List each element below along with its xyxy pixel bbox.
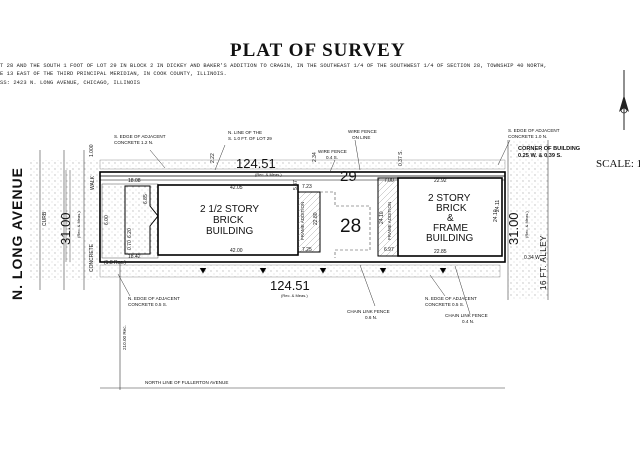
measure-notes: 2.22 2.34 0.37 S. 0.34 W. 1.000 (1.8 Rec… bbox=[89, 144, 541, 266]
callout-n-edge-05s-line1: N. EDGE OF ADJACENT bbox=[128, 296, 180, 301]
street-area bbox=[30, 150, 100, 290]
building-1-label-3: BUILDING bbox=[206, 226, 253, 237]
callout-n-edge-right-line1: N. EDGE OF ADJACENT bbox=[425, 296, 477, 301]
building-2-dim: 6.97 bbox=[384, 247, 394, 253]
callout-n-edge-adjacent-line1: S. EDGE OF ADJACENT bbox=[114, 134, 166, 139]
building-1-dim: 0.70 bbox=[127, 240, 133, 250]
callout-group: S. EDGE OF ADJACENT CONCRETE 1.2 N. N. L… bbox=[114, 128, 580, 385]
curb-label: CURB bbox=[42, 211, 48, 226]
left-offset: 6.00 bbox=[104, 215, 110, 225]
building-2-dim: 24.10 bbox=[379, 211, 385, 224]
building-2-dim: 22.92 bbox=[434, 178, 447, 184]
bottom-length-note: (Rec. & Meas.) bbox=[281, 293, 308, 298]
callout-corner-building-line2: 0.25 W. & 0.39 S. bbox=[518, 153, 562, 159]
callout-n-edge-05s-line2: CONCRETE 0.5 S. bbox=[128, 302, 167, 307]
building-1-dim: 6.85 bbox=[143, 194, 149, 204]
building-2-dim: 7.00 bbox=[384, 178, 394, 184]
callout-chain-fence-06n-line1: CHAIN LINK FENCE bbox=[347, 309, 390, 314]
building-2-addition: FRAME ADDITION bbox=[387, 202, 392, 240]
wire-fence bbox=[320, 191, 371, 258]
building-1-dim: 42.00 bbox=[230, 248, 243, 254]
right-offset: 24.10 bbox=[493, 209, 499, 222]
property-address: SS: 2423 N. LONG AVENUE, CHICAGO, ILLINO… bbox=[0, 80, 141, 86]
callout-n-line-lot29-line2: S. 1.0 FT. OF LOT 29 bbox=[228, 136, 272, 141]
building-1-dim: 18.42 bbox=[128, 254, 141, 260]
leader-lines bbox=[117, 139, 511, 315]
callout-south-distance: 210.00 Rec. bbox=[122, 325, 127, 350]
measure-note: 2.34 bbox=[312, 152, 318, 162]
measure-note: 1.000 bbox=[89, 144, 95, 157]
plat-title: PLAT OF SURVEY bbox=[230, 40, 406, 61]
building-1-dim: 6.20 bbox=[127, 228, 133, 238]
measure-note: (1.8 Rec.) bbox=[104, 260, 126, 266]
right-width: 31.00 bbox=[506, 212, 521, 245]
building-1-dim: 7.23 bbox=[302, 184, 312, 190]
callout-wire-fence-04s-line2: 0.4 S. bbox=[326, 155, 338, 160]
callout-chain-fence-04n-line2: 0.4 N. bbox=[462, 319, 474, 324]
callout-edge-adjacent-right-line2: CONCRETE 1.0 N. bbox=[508, 134, 547, 139]
concrete-label: CONCRETE bbox=[89, 243, 95, 272]
building-1-label-1: 2 1/2 STORY bbox=[200, 204, 259, 215]
legal-description-line-1: T 28 AND THE SOUTH 1 FOOT OF LOT 29 IN B… bbox=[0, 63, 547, 69]
callout-chain-fence-06n-line2: 0.6 N. bbox=[365, 315, 377, 320]
lot-28-number: 28 bbox=[340, 216, 361, 237]
street-name-label: N. LONG AVENUE bbox=[9, 167, 25, 300]
legal-description-line-2: E 13 EAST OF THE THIRD PRINCIPAL MERIDIA… bbox=[0, 71, 227, 77]
callout-n-edge-right-line2: CONCRETE 0.5 S. bbox=[425, 302, 464, 307]
callout-edge-adjacent-right-line1: S. EDGE OF ADJACENT bbox=[508, 128, 560, 133]
building-2-dim: 22.85 bbox=[434, 249, 447, 255]
measure-note: 2.22 bbox=[210, 153, 216, 163]
fence-tick-marks bbox=[199, 267, 447, 274]
frame-addition-1 bbox=[297, 191, 321, 253]
front-concrete bbox=[101, 183, 159, 259]
building-2-label-1: 2 STORY bbox=[428, 193, 471, 204]
building-1-dim: 18.08 bbox=[128, 178, 141, 184]
building-2-label-2: BRICK bbox=[436, 203, 467, 214]
brick-building-outline bbox=[157, 184, 299, 256]
building-2-dim: 24.11 bbox=[495, 200, 501, 212]
right-width-note: (Rec. & Meas.) bbox=[524, 211, 529, 238]
walk-label: WALK bbox=[90, 175, 96, 190]
callout-n-line-lot29-line1: N. LINE OF THE bbox=[228, 130, 262, 135]
building-2-label-3: & bbox=[447, 213, 454, 224]
building-1-label-2: BRICK bbox=[213, 215, 244, 226]
building-2-dimensions: 7.00 22.92 22.85 6.97 24.10 24.11 bbox=[379, 178, 501, 255]
building-1-dim: 7.25 bbox=[302, 247, 312, 253]
north-arrow-icon bbox=[619, 70, 629, 130]
frame-building-outline bbox=[397, 177, 503, 257]
callout-wire-fence-line1: WIRE FENCE bbox=[348, 129, 377, 134]
left-width-note: (Rec. & Meas.) bbox=[76, 211, 81, 238]
callout-n-edge-adjacent-line2: CONCRETE 1.2 N. bbox=[114, 140, 153, 145]
callout-wire-fence-line2: ON LINE bbox=[352, 135, 370, 140]
top-length: 124.51 bbox=[236, 156, 276, 171]
lot-29-number: 29 bbox=[340, 168, 357, 185]
front-porch-outline bbox=[124, 185, 159, 255]
building-2-label-5: BUILDING bbox=[426, 233, 473, 244]
south-adjacent-concrete bbox=[99, 264, 501, 278]
building-1-dim: 42.05 bbox=[230, 185, 243, 191]
callout-chain-fence-04n-line1: CHAIN LINK FENCE bbox=[445, 313, 488, 318]
callout-fullerton: NORTH LINE OF FULLERTON AVENUE bbox=[145, 380, 228, 385]
building-2-label-4: FRAME bbox=[433, 223, 468, 234]
scale-label: SCALE: 1' bbox=[596, 158, 640, 170]
north-adjacent-concrete bbox=[99, 159, 506, 170]
building-1-addition: FRAME ADDITION bbox=[300, 202, 305, 240]
measure-note: 0.34 W. bbox=[524, 255, 541, 261]
alley-label: 16 FT. ALLEY bbox=[539, 235, 548, 290]
building-1-dim: 22.80 bbox=[313, 212, 319, 225]
bottom-length: 124.51 bbox=[270, 278, 310, 293]
building-1-dimensions: 42.05 42.00 18.08 18.42 6.85 6.20 0.70 5… bbox=[127, 178, 319, 260]
callout-wire-fence-04s-line1: WIRE FENCE bbox=[318, 149, 347, 154]
callout-corner-building-line1: CORNER OF BUILDING bbox=[518, 146, 580, 152]
building-1-dim: 5.87 bbox=[293, 180, 299, 190]
left-width: 31.00 bbox=[58, 212, 73, 245]
top-length-note: (Rec. & Meas.) bbox=[255, 172, 282, 177]
alley-area bbox=[508, 140, 548, 300]
measure-note: 0.37 S. bbox=[398, 150, 404, 166]
